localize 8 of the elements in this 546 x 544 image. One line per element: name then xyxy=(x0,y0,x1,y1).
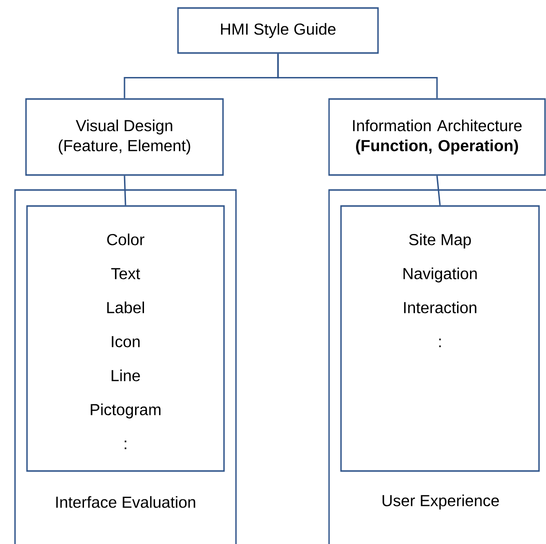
item-list-box: Site Map Navigation Interaction : xyxy=(340,205,540,472)
category-box: HMI Style Guide xyxy=(177,7,379,54)
connector-line xyxy=(124,176,126,206)
connector-line xyxy=(436,176,441,206)
item-list-box: Color Text Label Icon Line Pictogram : xyxy=(26,205,225,472)
connector-line xyxy=(277,54,438,98)
category-box: Information Architecture (Function, Operation) xyxy=(328,98,546,176)
category-box: Visual Design (Feature, Element) xyxy=(25,98,224,176)
